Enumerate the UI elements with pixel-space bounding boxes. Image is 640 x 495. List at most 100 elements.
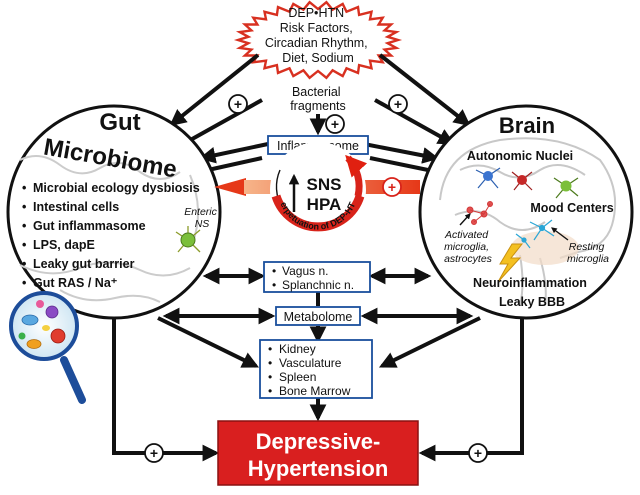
plus-circle-icon: [144, 443, 164, 463]
risk-factor-line: DEP•HTN: [288, 6, 344, 20]
bacterial-fragments-line: Bacterial: [292, 85, 341, 99]
risk-factors-burst-shape: [233, 0, 403, 80]
plus-sign: +: [150, 445, 158, 461]
gut-title-line1: Gut: [99, 109, 140, 136]
enteric-ns-line: NS: [195, 218, 210, 230]
brain-highlight: [511, 231, 579, 265]
red-neuron-icon: [511, 171, 533, 191]
outcome-line1: Depressive-: [256, 429, 381, 454]
gut-item-bullet: •: [22, 238, 26, 252]
arrow-inflammasome-brain: [363, 142, 440, 164]
nerve-item: Splanchnic n.: [282, 278, 354, 292]
plus-circle-icon: [468, 443, 488, 463]
red-arrow-to-gut-head: [214, 178, 246, 196]
gut-item-bullet: •: [22, 257, 26, 271]
arrow-brain-upper: [369, 156, 429, 172]
gut-item: Leaky gut barrier: [33, 257, 135, 271]
gut-item: Gut RAS / Na⁺: [33, 276, 118, 290]
intestine-illustration: [19, 155, 200, 303]
arrow-gut-organs: [157, 316, 260, 368]
enteric-neuron-icon: [175, 226, 201, 253]
plus-circle-icon: [388, 94, 408, 114]
resting-pointer: [551, 227, 569, 241]
arrow-gut-outcome: [112, 318, 220, 462]
activated-microglia-label: Activated microglia, astrocytes: [444, 229, 493, 265]
risk-factors-burst: DEP•HTN Risk Factors, Circadian Rhythm, …: [233, 0, 403, 80]
autonomic-nuclei-label: Autonomic Nuclei: [467, 149, 573, 163]
arrow-brain-outcome: [418, 318, 524, 462]
nerves-box: • Vagus n. • Splanchnic n.: [263, 261, 371, 293]
activated-line: microglia,: [444, 241, 489, 253]
gut-item: Intestinal cells: [33, 200, 119, 214]
arrow-brain-organs: [378, 316, 481, 368]
organ-bullet: •: [268, 370, 272, 384]
gut-item-bullet: •: [22, 200, 26, 214]
arrow-gut-upper: [207, 156, 263, 172]
organ-item: Bone Marrow: [279, 384, 351, 398]
outcome-line2: Hypertension: [248, 456, 389, 481]
organs-box: • Kidney • Vasculature • Spleen • Bone M…: [259, 339, 373, 399]
plus-sign: +: [331, 116, 339, 132]
brain-circle: [418, 104, 634, 320]
resting-microglia-icon: [515, 219, 555, 249]
activated-line: astrocytes: [444, 253, 493, 265]
enteric-ns-label: Enteric NS: [184, 206, 220, 230]
plus-circle-icon: [228, 94, 248, 114]
outcome-box-frame: [217, 420, 419, 486]
organ-bullet: •: [268, 342, 272, 356]
organ-item: Kidney: [279, 342, 316, 356]
organ-bullet: •: [268, 356, 272, 370]
nerve-bullet: •: [272, 278, 276, 292]
arrow-inflammasome-gut: [198, 142, 269, 164]
gut-items-list: • Microbial ecology dysbiosis • Intestin…: [22, 181, 200, 290]
risk-factor-line: Circadian Rhythm,: [265, 36, 368, 50]
organ-item: Spleen: [279, 370, 316, 384]
gut-item: Microbial ecology dysbiosis: [33, 181, 200, 195]
gut-item: Gut inflammasome: [33, 219, 146, 233]
mood-centers-label: Mood Centers: [530, 201, 613, 215]
activated-line: Activated: [444, 229, 489, 241]
enteric-ns-line: Enteric: [184, 206, 217, 218]
organ-bullet: •: [268, 384, 272, 398]
sns-label: SNS: [307, 175, 342, 194]
loop-background: [270, 142, 366, 238]
nerve-bullet: •: [272, 264, 276, 278]
arrow-gut-fragments: [184, 98, 263, 145]
magnifier-microbes-icon: [9, 291, 86, 404]
plus-circle-icon: [325, 114, 345, 134]
gut-microbiome-panel: Gut Microbiome • Microbial ecology dysbi…: [6, 104, 222, 320]
green-neuron-icon: [553, 177, 579, 199]
plus-circle-red-icon: [382, 177, 402, 197]
gut-item-bullet: •: [22, 181, 26, 195]
plus-sign: +: [234, 96, 242, 112]
neuroinflammation-label: Neuroinflammation: [473, 276, 587, 290]
brain-title: Brain: [499, 113, 555, 138]
risk-factors-text: DEP•HTN Risk Factors, Circadian Rhythm, …: [265, 6, 371, 65]
plus-markers: + + + + + +: [144, 94, 488, 463]
nerves-box-frame: [263, 261, 371, 293]
metabolome-box: [275, 306, 361, 326]
metabolome-label: Metabolome: [284, 310, 353, 324]
connection-arrows: [112, 53, 524, 462]
loop-red-band: [271, 194, 365, 232]
organs-box-frame: [259, 339, 373, 399]
outcome-box: Depressive- Hypertension: [217, 420, 419, 486]
arrow-risk-to-brain: [378, 53, 471, 127]
nerves-list: • Vagus n. • Splanchnic n.: [272, 264, 354, 292]
risk-factor-line: Diet, Sodium: [282, 51, 354, 65]
nerve-item: Vagus n.: [282, 264, 328, 278]
resting-line: microglia: [567, 253, 609, 265]
gut-item: LPS, dapE: [33, 238, 95, 252]
activated-pointer: [459, 213, 471, 226]
bacterial-fragments-line: fragments: [290, 99, 346, 113]
arrow-fragments-brain: [374, 98, 455, 145]
plus-sign: +: [388, 179, 396, 195]
risk-factor-line: Risk Factors,: [280, 21, 353, 35]
gut-circle: [6, 104, 222, 320]
plus-sign: +: [474, 445, 482, 461]
loop-red-head: [345, 154, 368, 197]
arrow-risk-to-gut: [169, 53, 260, 127]
activated-microglia-icon: [466, 201, 493, 225]
resting-microglia-label: Resting microglia: [567, 241, 609, 265]
